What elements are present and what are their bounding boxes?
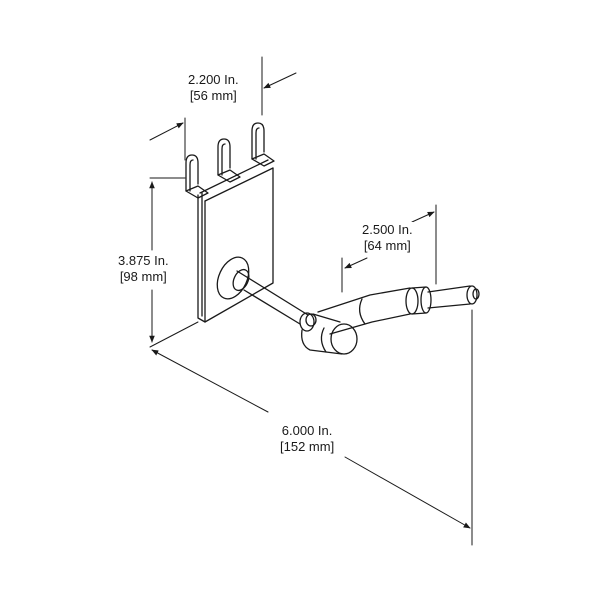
height-imperial: 3.875 In.: [118, 253, 169, 268]
width-metric: [56 mm]: [189, 88, 237, 103]
dimension-lines: [149, 56, 473, 546]
prong-middle: [217, 138, 241, 183]
height-metric: [98 mm]: [119, 269, 167, 284]
prong-right: [251, 122, 275, 167]
height-dimension-label: 3.875 In. [98 mm]: [118, 253, 169, 285]
length-imperial: 6.000 In.: [281, 423, 333, 438]
tip-metric: [64 mm]: [363, 238, 411, 253]
hook-elbow: [299, 312, 358, 355]
tip-imperial: 2.500 In.: [362, 222, 413, 237]
length-metric: [152 mm]: [280, 439, 335, 454]
hook-arm: [317, 285, 480, 335]
tip-dimension-label: 2.500 In. [64 mm]: [362, 222, 413, 254]
length-dimension-label: 6.000 In. [152 mm]: [280, 423, 335, 455]
hook-shaft: [216, 256, 309, 325]
prong-left: [185, 154, 209, 199]
width-dimension-label: 2.200 In. [56 mm]: [188, 72, 239, 104]
back-plate: [197, 159, 274, 323]
width-imperial: 2.200 In.: [188, 72, 239, 87]
